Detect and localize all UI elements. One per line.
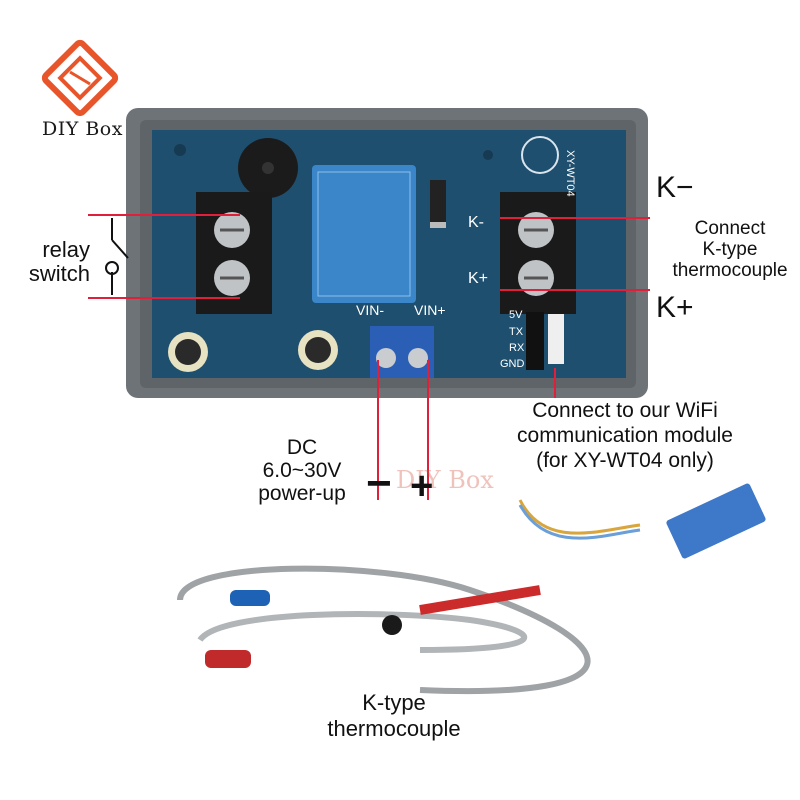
power-minus-sign: − (366, 459, 392, 508)
brand-logo-text: DIY Box (42, 118, 123, 140)
buzzer (238, 138, 298, 198)
k-plus-label: K+ (656, 291, 694, 324)
pin-5v-label: 5V (509, 309, 523, 321)
dc-line2: 6.0~30V (262, 459, 342, 482)
connect-k-label: Connect K-type thermocouple (656, 218, 800, 281)
wifi-header-connector (526, 312, 564, 370)
wifi-line1: Connect to our WiFi (532, 399, 718, 422)
thermo-line1: K-type (362, 690, 426, 715)
relay-terminal-block (196, 192, 272, 314)
diode (430, 180, 446, 228)
relay-label-line1: relay (42, 237, 90, 262)
thermocouple-label: K-type thermocouple (304, 690, 484, 742)
dc-power-label: DC 6.0~30V power-up (232, 436, 372, 505)
power-terminal (370, 326, 434, 378)
relay-switch-symbol (105, 218, 129, 295)
callout-lines (88, 214, 650, 500)
wifi-connect-label: Connect to our WiFi communication module… (460, 398, 790, 473)
brand-watermark: DIY Box (396, 466, 494, 494)
connect-k-line2: K-type (702, 239, 758, 260)
relay-label-line2: switch (28, 261, 90, 286)
capacitors (168, 330, 338, 372)
connect-k-line1: Connect (694, 218, 766, 239)
relay-switch-label: relay switch (10, 238, 90, 286)
vin-plus-pcb-label: VIN+ (414, 302, 446, 318)
vin-minus-pcb-label: VIN- (356, 302, 384, 318)
wifi-module-image (518, 483, 766, 559)
wifi-line2: communication module (517, 424, 733, 447)
pin-tx-label: TX (509, 326, 524, 338)
thermocouple-cable (177, 565, 591, 695)
power-plus-sign: + (410, 464, 434, 508)
dc-line3: power-up (258, 482, 346, 505)
dc-line1: DC (286, 436, 318, 459)
model-pcb-label: XY-WT04 (564, 150, 576, 197)
k-minus-label: K− (656, 171, 694, 204)
pin-rx-label: RX (509, 342, 525, 354)
k-plus-pcb-label: K+ (468, 270, 489, 287)
pin-gnd-label: GND (500, 358, 525, 370)
thermocouple-terminal-block (500, 192, 576, 314)
k-minus-pcb-label: K- (468, 214, 484, 231)
pcb-emblem (521, 136, 559, 174)
diy-box-logo (41, 39, 119, 117)
wifi-line3: (for XY-WT04 only) (536, 449, 714, 472)
relay-component (312, 165, 416, 303)
thermo-line2: thermocouple (327, 716, 461, 741)
connect-k-line3: thermocouple (672, 260, 788, 281)
